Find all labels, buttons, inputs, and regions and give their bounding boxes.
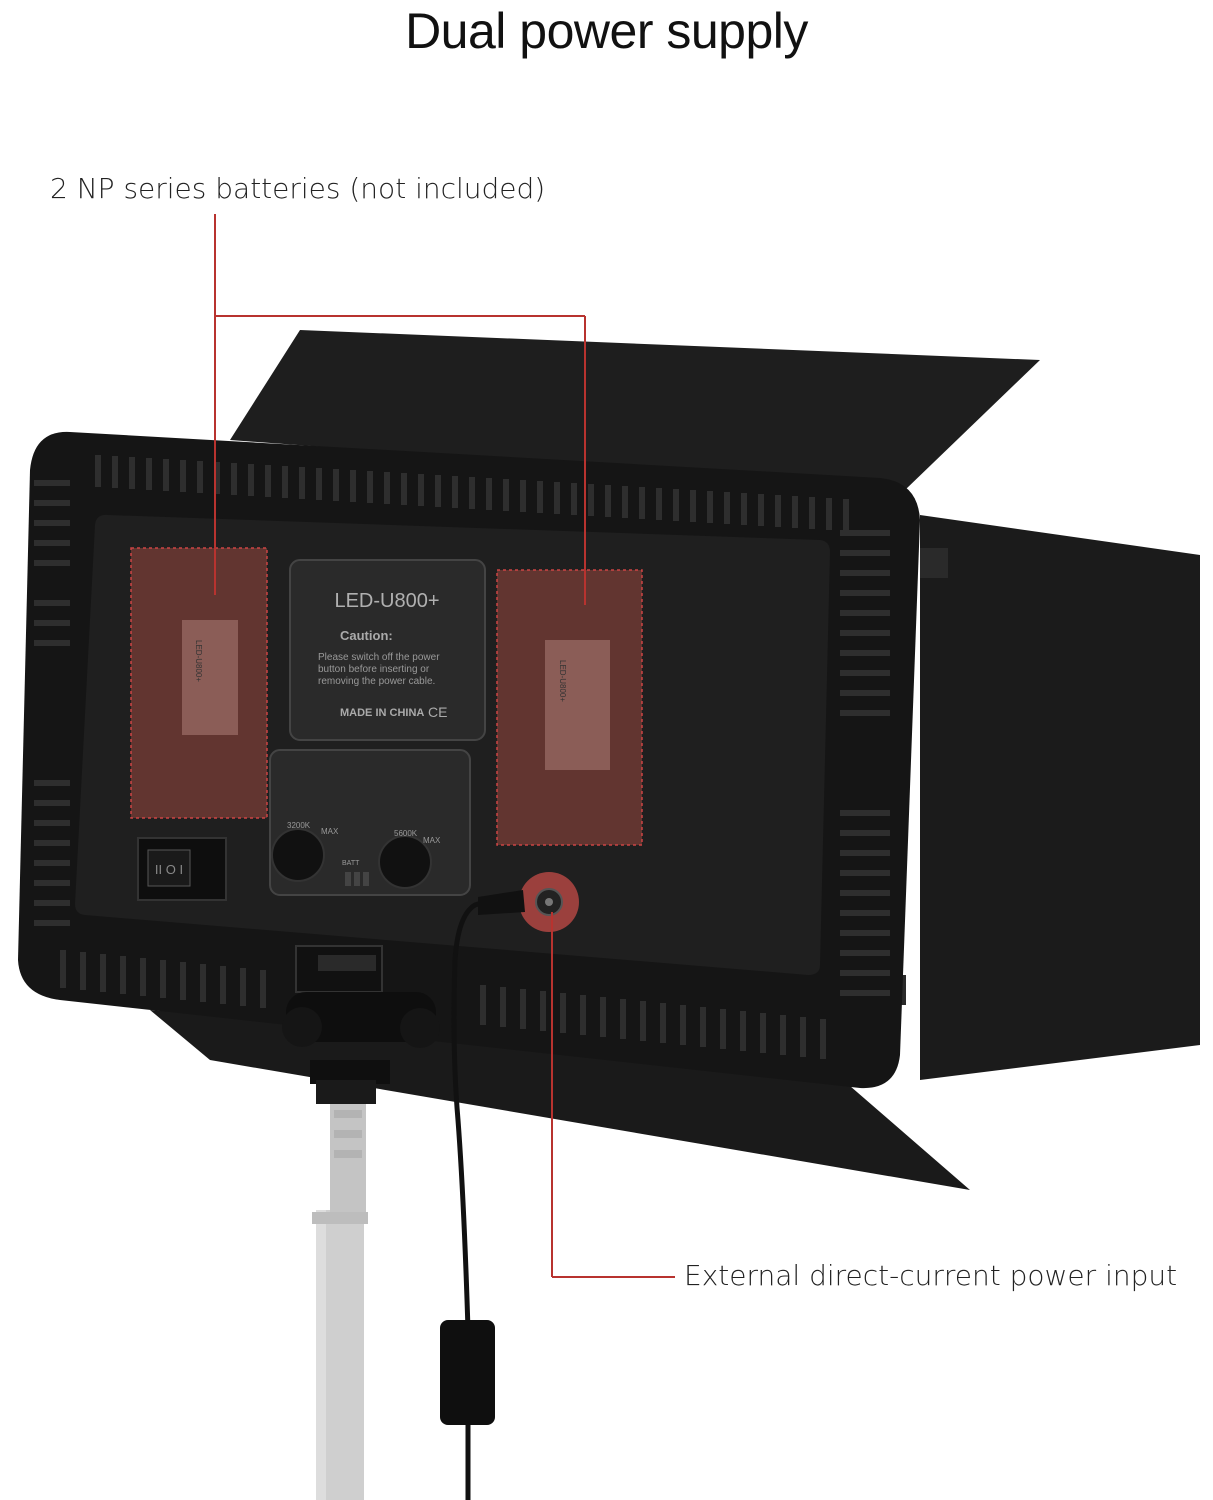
ce-mark: CE — [428, 704, 447, 720]
knob-2-max: MAX — [423, 836, 441, 845]
power-cable — [451, 895, 521, 1331]
panel-mount — [282, 945, 440, 1104]
caution-heading: Caution: — [340, 628, 393, 643]
model-label-plate: LED-U800+ Caution: Please switch off the… — [289, 559, 486, 741]
knob-2-label: 5600K — [394, 829, 418, 838]
page-title: Dual power supply — [405, 3, 808, 59]
battery-sticker-left: LED-U800+ — [194, 640, 203, 682]
model-text: LED-U800+ — [334, 590, 439, 612]
knob-1-label: 3200K — [287, 821, 311, 830]
made-in-text: MADE IN CHINA — [340, 707, 424, 719]
battery-slot-left: LED-U800+ — [130, 547, 268, 819]
caution-line-1: Please switch off the power — [318, 652, 440, 663]
dc-input-port[interactable] — [519, 872, 579, 932]
color-temp-knob-5600k[interactable] — [378, 835, 432, 889]
light-stand — [312, 1100, 368, 1500]
batteries-callout-label: 2 NP series batteries (not included) — [50, 172, 546, 205]
dc-input-callout-label: External direct-current power input — [684, 1259, 1178, 1292]
power-switch[interactable]: II O I — [137, 837, 227, 901]
battery-label: BATT — [342, 860, 360, 867]
caution-line-2: button before inserting or — [318, 664, 430, 675]
cable-ferrite-core — [440, 1320, 495, 1425]
control-plate: 3200K MAX 5600K MAX BATT — [269, 749, 471, 896]
battery-sticker-right: LED-U800+ — [558, 660, 567, 702]
knob-1-max: MAX — [321, 827, 339, 836]
caution-line-3: removing the power cable. — [318, 676, 435, 687]
batteries-callout-lines — [214, 214, 586, 605]
switch-label: II O I — [155, 862, 183, 877]
battery-slot-right: LED-U800+ — [496, 569, 643, 846]
color-temp-knob-3200k[interactable] — [271, 828, 325, 882]
dc-input-callout-lines — [551, 912, 675, 1278]
